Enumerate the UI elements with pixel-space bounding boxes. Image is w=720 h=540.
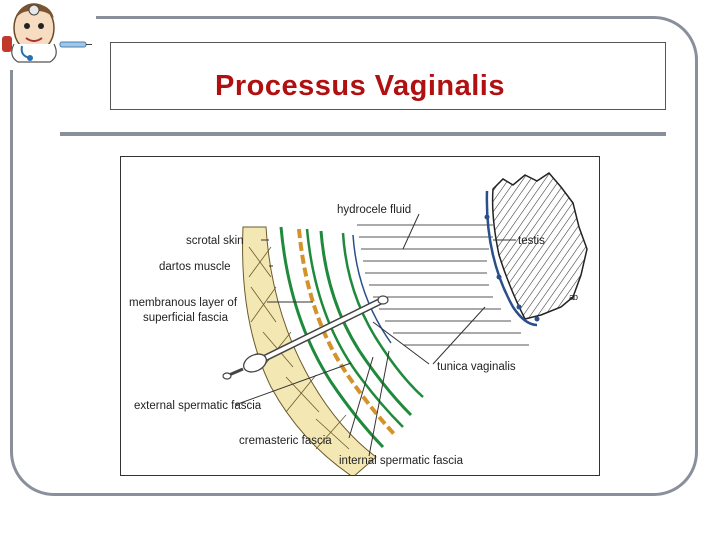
label-membranous-layer-line2: superficial fascia: [143, 312, 229, 324]
processus-vaginalis-diagram: hydrocele fluid testis scrotal skin dart…: [121, 157, 600, 476]
label-external-spermatic-fascia: external spermatic fascia: [134, 400, 262, 412]
label-marker-a: a: [569, 292, 574, 302]
label-testis: testis: [518, 235, 545, 247]
label-cremasteric-fascia: cremasteric fascia: [239, 435, 332, 447]
inner-blue-layer: [353, 235, 391, 343]
label-dartos-muscle: dartos muscle: [159, 261, 231, 273]
slide-title: Processus Vaginalis: [0, 70, 720, 103]
label-scrotal-skin: scrotal skin: [186, 235, 244, 247]
anatomy-figure: hydrocele fluid testis scrotal skin dart…: [120, 156, 600, 476]
label-tunica-vaginalis: tunica vaginalis: [437, 361, 516, 373]
title-divider: [60, 132, 666, 136]
label-hydrocele-fluid: hydrocele fluid: [337, 204, 411, 216]
label-membranous-layer-line1: membranous layer of: [129, 297, 238, 309]
label-internal-spermatic-fascia: internal spermatic fascia: [339, 455, 464, 467]
doctor-cartoon-icon: [0, 0, 92, 66]
